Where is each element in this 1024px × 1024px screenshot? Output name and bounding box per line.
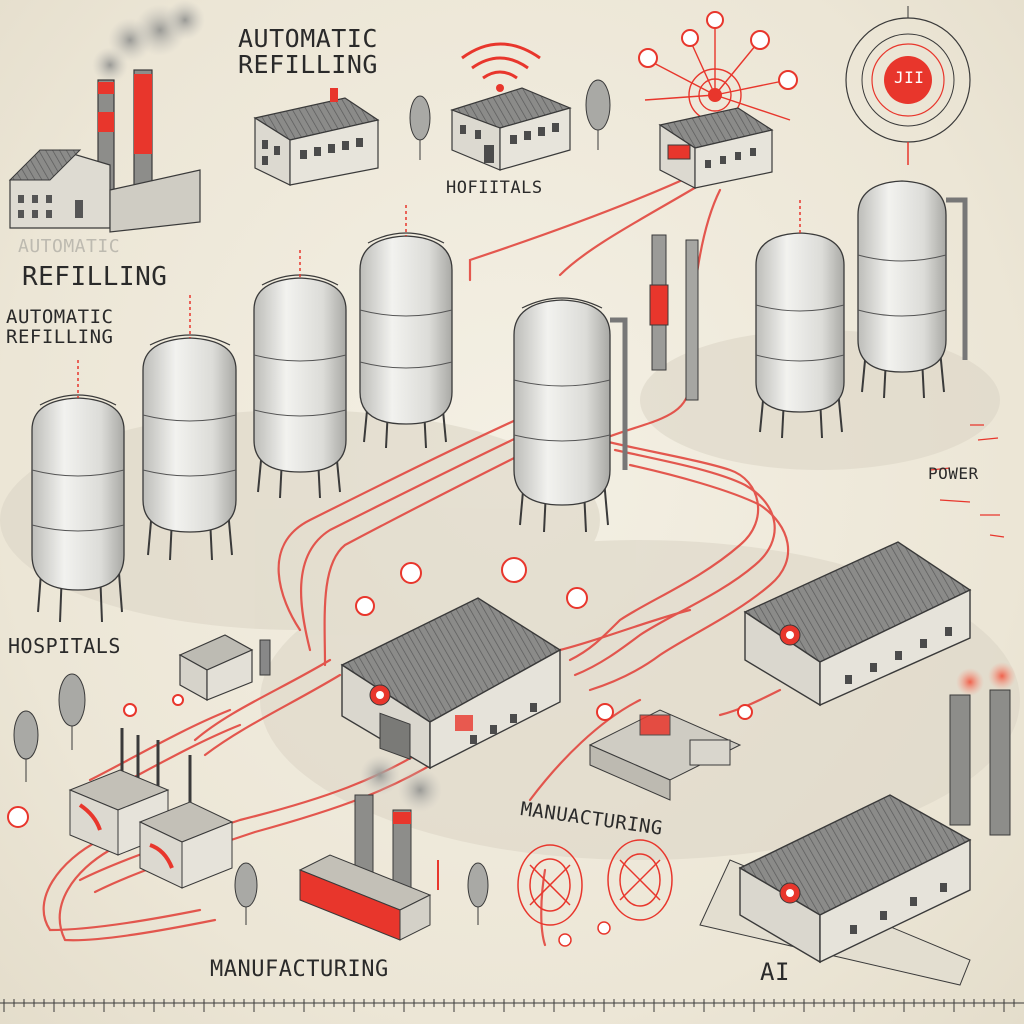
factory-bottom: [298, 755, 442, 941]
beacon-icon: [845, 6, 971, 165]
storage-tank: [31, 360, 125, 623]
warehouse-right-bottom: [699, 794, 972, 986]
sensor-icon: [172, 694, 184, 706]
machinery: [588, 703, 753, 801]
label-manufacturing: MANUFACTURING: [210, 957, 389, 982]
building-top-1: [253, 88, 380, 186]
label-top-hospitals: HOFIITALS: [446, 178, 543, 198]
building-network-hub: [638, 11, 798, 189]
pipe-line: [558, 178, 710, 277]
pipe-line: [299, 408, 577, 652]
pipe-line: [558, 608, 692, 652]
small-shed: [178, 634, 271, 702]
pipe-line: [540, 868, 547, 947]
pipe-line: [203, 673, 342, 757]
tank-row-right: [755, 180, 968, 439]
label-left-hospitals: HOSPITALS: [8, 634, 121, 658]
label-left-automatic-faded: AUTOMATIC: [18, 236, 121, 257]
label-power: POWER: [928, 464, 979, 483]
pipe-line: [718, 688, 782, 717]
storage-tank: [755, 200, 845, 439]
ruler-ticks: [3, 999, 1015, 1012]
label-left-refilling: REFILLING: [22, 262, 168, 292]
factory-top-left: [8, 0, 205, 233]
fan-icon: [517, 844, 583, 926]
turbine-icons: [517, 839, 673, 947]
sensor-icon: [400, 562, 422, 584]
pipe-line: [277, 398, 562, 632]
storage-tank: [253, 250, 347, 499]
sensor-icon: [123, 703, 137, 717]
fan-icon: [607, 839, 673, 921]
sensor-icon: [7, 806, 29, 828]
trees: [13, 79, 611, 925]
storage-tank: [857, 180, 968, 399]
smokestacks-right: [949, 662, 1016, 836]
warehouse-right-top: [743, 541, 972, 707]
sensor-icon: [501, 557, 527, 583]
storage-tank: [142, 295, 237, 561]
sensor-icon: [355, 596, 375, 616]
warehouse-center: [340, 597, 562, 770]
label-left-automatic-refilling: AUTOMATIC REFILLING: [6, 306, 114, 348]
pipe-line: [42, 838, 202, 932]
pipe-line: [88, 708, 232, 782]
tank-row-left: [31, 205, 453, 623]
pipe-line: [568, 438, 760, 662]
power-scribbles: [929, 424, 1005, 538]
tank-center: [513, 234, 699, 533]
pipe-line: [528, 698, 642, 802]
pipe-line: [588, 463, 790, 692]
network-node-icon: [638, 11, 798, 90]
sensor-markers: [7, 557, 588, 828]
substations-left: [68, 728, 234, 889]
storage-tank: [359, 205, 453, 449]
pipe-line: [573, 448, 776, 677]
sensor-icon: [566, 587, 588, 609]
pipe-line: [468, 170, 702, 282]
label-top-automatic-refilling: AUTOMATIC REFILLING: [238, 24, 378, 80]
pipe-line: [193, 658, 332, 742]
building-top-2: [450, 42, 572, 171]
wifi-icon: [461, 42, 541, 60]
label-ai: AI: [760, 958, 790, 986]
beacon-text: JII: [894, 68, 925, 87]
pipe-line: [58, 848, 217, 942]
